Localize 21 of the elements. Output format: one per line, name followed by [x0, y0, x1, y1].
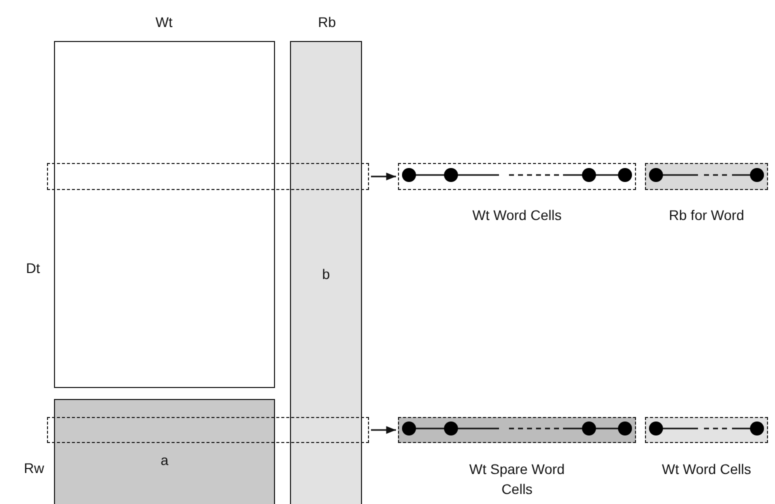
word-cell-row [398, 417, 636, 443]
word-cell-row [645, 417, 768, 443]
axis-label: Dt [25, 259, 41, 278]
row-selection [47, 163, 369, 190]
axis-label: Rw [22, 459, 46, 478]
node-label: Wt Word Cells [471, 206, 563, 225]
node-label: Rb for Word [668, 206, 746, 225]
axis-label: Wt [154, 13, 174, 32]
axis-label: Rb [317, 13, 337, 32]
word-cell-row [398, 163, 636, 190]
block-label: b [321, 265, 331, 284]
node-label: Wt Word Cells [660, 460, 752, 479]
row-selection [47, 417, 369, 443]
block-label: a [160, 451, 170, 470]
arrow [371, 426, 396, 434]
word-cell-row [645, 163, 768, 190]
matrix-block [54, 41, 275, 388]
node-label: Wt Spare Word Cells [468, 460, 566, 499]
matrix-block [54, 399, 275, 504]
column-block [290, 41, 362, 504]
arrow [371, 172, 396, 180]
